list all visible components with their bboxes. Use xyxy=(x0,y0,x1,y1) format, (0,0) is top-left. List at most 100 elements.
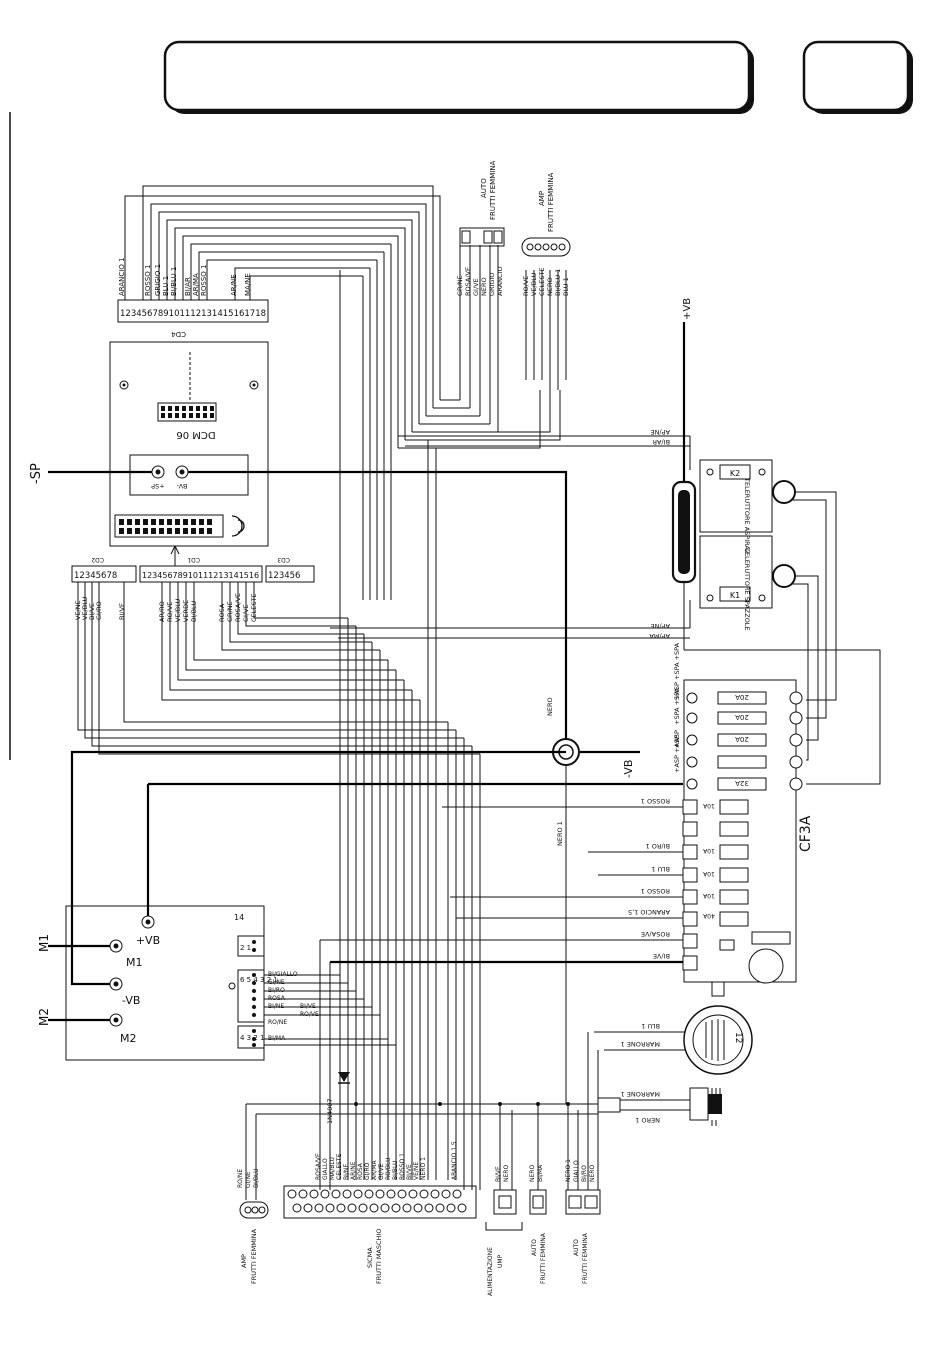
cd4-wire-7: AR/MA xyxy=(192,273,200,296)
sicma-line1: SICMA xyxy=(366,1247,374,1268)
cd3-pins: 123456 xyxy=(268,571,300,581)
k2-label: K2 xyxy=(730,469,740,478)
fuse-rating-3: 20A xyxy=(735,735,749,743)
vb-minus-point: -VB NERO NERO 1 xyxy=(70,697,640,1104)
motor-wire-2: GI/NE xyxy=(268,979,285,986)
cd4-wire-8: ROSSO 1 xyxy=(200,265,208,296)
lower-wire-bundle xyxy=(77,244,481,1190)
amp-top-wire-5: BI/BLU 1 xyxy=(554,269,562,296)
motor-wire-9: BI/MA xyxy=(268,1035,286,1042)
fuse-row-2: BI/RO 1 xyxy=(646,842,670,850)
fuse-rating-1: 20A xyxy=(735,693,749,701)
k1-label: K1 xyxy=(730,591,740,600)
fuse-output-3: +ASP xyxy=(673,730,681,748)
top-wire-bundle xyxy=(124,185,567,449)
cd2-label: CD2 xyxy=(91,556,104,563)
motor-wire-1: BI/GIALLO xyxy=(268,971,298,978)
key-switch: MARRONE 1 NERO 1 xyxy=(597,1087,722,1126)
sicma-wire-1: ROSA/VE xyxy=(315,1153,322,1180)
auto-b1-wire-1: NERO xyxy=(529,1165,536,1182)
dcm-label: DCM 06 xyxy=(176,429,215,440)
fuse-rating-2: 20A xyxy=(735,713,749,721)
sicma-wire-5: BI/NE xyxy=(343,1164,350,1180)
fuse-row-wires: ROSSO 1 BI/RO 1 BLU 1 ROSSO 1 ARANCIO 1,… xyxy=(148,782,683,964)
fuse-row-1: ROSSO 1 xyxy=(641,797,670,805)
buzzer-label: 12 xyxy=(733,1032,743,1043)
title-box xyxy=(163,40,751,112)
cd4-wire-10: MA/NE xyxy=(244,273,252,296)
auto-top-connector: AUTO FRUTTI FEMMINA GR/NE ROSA/VE GI/VE … xyxy=(456,160,505,296)
key-wire-2: NERO 1 xyxy=(635,1116,660,1124)
cd4-wire-3: GRIGIO 1 xyxy=(154,264,162,296)
fuse-row-4: ROSSO 1 xyxy=(641,887,670,895)
bottom-bus-wires xyxy=(245,940,599,1200)
sicma-wire-17: ARANCIO 1,5 xyxy=(451,1141,458,1180)
amp-top-line1: AMP xyxy=(538,191,546,206)
amp-top-wire-6: BLU 1 xyxy=(562,277,570,296)
fuse-rating-4: 32A xyxy=(735,779,749,787)
auto-top-line1: AUTO xyxy=(480,178,488,198)
cd4-wire-1: ARANCIO 1 xyxy=(118,257,126,296)
auto-b1-line1: AUTO xyxy=(531,1239,538,1256)
auto-b2-wire-2: GIALLO xyxy=(573,1160,580,1182)
sicma-wire-7: ROSA xyxy=(357,1162,364,1180)
vb-plus-term-label: +VB xyxy=(136,934,160,947)
sicma-wire-6: AR/NE xyxy=(350,1161,357,1180)
cd4-wire-2: ROSSO 1 xyxy=(144,265,152,296)
aprne-mid-label: AP/NE xyxy=(650,622,670,630)
motor-pins-c: 4 3 2 1 xyxy=(240,1034,265,1042)
motor-connector-wires: BI/GIALLO GI/NE BI/RO ROSA BI/NE RO/VE B… xyxy=(264,971,396,1046)
auto-bottom-1-connector: AUTO FRUTTI FEMMINA NERO BI/MA xyxy=(529,1164,547,1284)
sicma-wire-4: CELESTE xyxy=(336,1153,343,1180)
fuse-output-1: +SPA +SPA xyxy=(673,687,681,725)
cd4-label: CD4 xyxy=(171,330,186,338)
lower-headers: 12345678 CD2 12345678910111213141516 CD1… xyxy=(71,556,315,583)
pot-bv-label: BV- xyxy=(176,482,187,490)
sicma-wire-14: BI/VE xyxy=(406,1164,413,1180)
sicma-line2: FRUTTI MASCHIO xyxy=(375,1229,383,1284)
header xyxy=(163,40,913,114)
cd1-pins: 12345678910111213141516 xyxy=(142,571,259,580)
sp-line: -SP xyxy=(29,463,568,740)
motor-pins-a: 2 1 xyxy=(240,944,251,952)
auto-top-wire-1: GR/NE xyxy=(456,275,464,296)
sicma-wire-10: GI/VE xyxy=(378,1163,385,1180)
sicma-wire-16: NERO 1 xyxy=(420,1157,427,1180)
amp-top-connector: AMP FRUTTI FEMMINA RO/VE VE/BLU CELESTE … xyxy=(521,172,571,296)
fuse-row-5: ARANCIO 1,5 xyxy=(628,908,670,916)
auto-b2-wire-1: NERO 1 xyxy=(565,1159,572,1182)
sicma-wire-15: VE/NE xyxy=(413,1162,420,1180)
fuse-output-4: +ASP +ASP xyxy=(673,735,681,773)
auto-bottom-2-connector: AUTO FRUTTI FEMMINA NERO 1 GIALLO BI/RO … xyxy=(565,1159,601,1284)
buzzer-wire-2: MARRONE 1 xyxy=(621,1040,660,1048)
sicma-wire-2: GIALLO xyxy=(322,1158,329,1180)
motor-leads: M1 M2 xyxy=(37,934,110,1026)
cd4-wire-4: BLU 1 xyxy=(162,276,170,296)
aprne-top-label: AP/NE xyxy=(650,428,670,436)
pot-sp-label: +SP xyxy=(151,482,165,490)
signal-lines: AP/NE BI/AR AP/NE AP/MA xyxy=(330,428,691,640)
vb-plus-top-label: +VB xyxy=(682,298,693,320)
alimentazione-connector: ALIMENTAZIONE UMP BI/VE NERO xyxy=(485,1165,523,1296)
sicma-wire-12: BI/BLU xyxy=(392,1161,399,1180)
cd2-wire-5: BI/VE xyxy=(118,603,126,620)
amp-top-line2: FRUTTI FEMMINA xyxy=(547,172,555,232)
auto-b1-wire-2: BI/MA xyxy=(537,1164,544,1182)
amp-top-wire-2: VE/BLU xyxy=(530,272,538,296)
alim-wire-1: BI/VE xyxy=(495,1166,502,1182)
cd4-wire-9: AR/NE xyxy=(230,274,238,296)
m2-term-label: M2 xyxy=(120,1032,137,1045)
auto-b2-wire-3: BI/RO xyxy=(581,1165,588,1182)
fuse-rating-5: 10A xyxy=(702,802,715,809)
fuse-rating-8: 10A xyxy=(702,892,715,899)
key-wire-1: MARRONE 1 xyxy=(621,1090,660,1098)
sp-label: -SP xyxy=(29,463,44,484)
tele-spa-label: TELERUTTORE SPAZZOLE xyxy=(743,547,751,631)
dcm06-module: DCM 06 +SP BV- xyxy=(109,341,269,566)
contactor-block: +VB K2 K1 TELERUTTORE ASPIRAZ. TELERUTTO… xyxy=(671,298,837,761)
auto-top-wire-6: ARANCIO xyxy=(496,266,504,296)
cd4-wire-6: BI/AR xyxy=(184,277,192,296)
fuse-output-2: +ASP +SPA +SPA xyxy=(673,642,681,700)
auto-top-wire-5: GRIGIO xyxy=(488,272,496,296)
